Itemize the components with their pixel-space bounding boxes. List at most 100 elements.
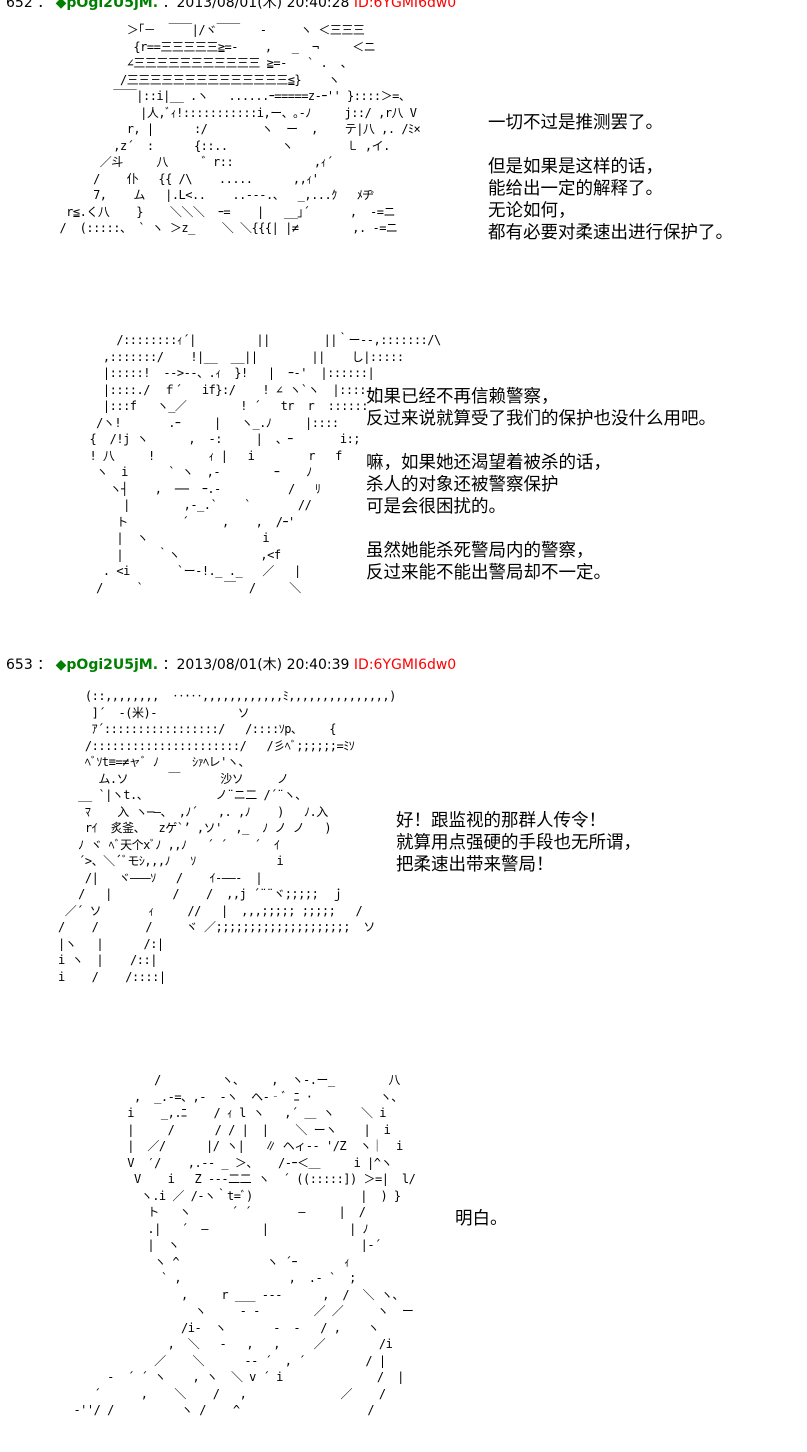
ascii-art-panel-3: (::,,,,,,,, ‥·‥,,,,,,,,,,,,ﾐ,,,,,,,,,,,,… — [58, 688, 396, 985]
post-header-653: 653 ： ◆pOgi2U5jM. ：2013/08/01(木) 20:40:3… — [6, 654, 456, 674]
ascii-art-line: ＞｢－ ￣￣|/ヾ￣￣ - ヽ ＜三三三 — [46, 23, 365, 37]
dialogue-line: 好！跟监视的那群人传令！ — [396, 811, 606, 831]
ascii-art-line: .| ´ ― | | ﾉ — [60, 1221, 369, 1236]
ascii-art-line: |::::./ ｆ´ if}:/ ! ∠ ヽ`ヽ |:::::: — [76, 382, 380, 397]
post-number: 652 — [6, 0, 33, 11]
ascii-art-line: r≦.く八 } ＼＼＼ ｰ= | __｣´ , -=ニ — [46, 204, 395, 219]
ascii-art-line: ヽ.i ／ /‐ヽ｀t=ﾞ) | ) } — [60, 1188, 401, 1203]
ascii-art-line: ヽ┤ , ── ｰ.- / ﾘ — [76, 481, 321, 496]
ascii-art-line: ∠三三三三三三三三三三三 ≧=- ` . 、 — [46, 56, 353, 70]
ascii-art-line: , _.-=、,- -ヽ ヘ-‐ﾞ ﾆ · ヽ、 — [60, 1089, 403, 1104]
ascii-art-line: | / / / | | ＼ ーヽ | i — [60, 1122, 391, 1137]
dialogue-line: 但是如果是这样的话， — [488, 157, 663, 177]
ascii-art-line: {r==三三三三三≧=- , _ ¬ ＜ニ — [46, 39, 376, 54]
ascii-art-line: ト ´ , , /ｰ' — [76, 514, 295, 529]
ascii-art-line: ´ , ＼ / , ／ / — [60, 1386, 386, 1401]
ascii-art-line: ム.ソ ￣ 沙ソ ノ — [58, 771, 289, 786]
dialogue-line: 就算用点强硬的手段也无所谓， — [396, 833, 641, 853]
ascii-art-line: | ヽ i — [76, 531, 270, 545]
ascii-art-line: ￣￣|::i|__ .ヽ ......ｰ=====z-ｰ'' }::::＞=、 — [46, 89, 411, 103]
ascii-art-line: / / / ヾ ／;;;;;;;;;;;;;;;;;;;; ソ — [58, 920, 375, 934]
ascii-art-panel-4: / ヽ、 , ヽ‐.ー_ 八 , _.-=、,- -ヽ ヘ-‐ﾞ ﾆ · ヽ、 … — [60, 1072, 415, 1419]
ascii-art-line: ‐ ´ ´ ヽ , ヽ ＼ v ´ i / | — [60, 1370, 404, 1384]
ascii-art-line: i / /::::| — [58, 969, 166, 984]
ascii-art-line: -''/ / ヽ / ^ / — [60, 1403, 375, 1417]
ascii-art-line: / ヽ、 , ヽ‐.ー_ 八 — [60, 1073, 400, 1087]
ascii-art-line: , ＼ - , , ／ /i — [60, 1337, 393, 1351]
dialogue-panel-1: 一切不过是推测罢了。但是如果是这样的话，能给出一定的解释了。无论如何，都有必要对… — [488, 112, 733, 244]
poster-name-link[interactable]: ◆pOgi2U5jM. — [55, 657, 159, 673]
dialogue-panel-2: 如果已经不再信赖警察，反过来说就算受了我们的保护也没什么用吧。嘛，如果她还渴望着… — [366, 386, 716, 584]
ascii-art-line: / ` ￣ / ＼ — [76, 580, 301, 595]
paragraph-gap — [366, 518, 716, 540]
ascii-art-line: ,z´ : {::.. ヽ ㇄ ,イ. — [46, 138, 390, 153]
poster-name-link[interactable]: ◆pOgi2U5jM. — [55, 0, 159, 11]
ascii-art-line: ﾍﾞｿt≡=≠ャﾞ ﾉ ｼｧﾍレ'ヽ、 — [58, 755, 250, 769]
ascii-art-line: ´>、＼´ﾞモｼ,,,ﾉ ｿ i — [58, 854, 284, 868]
ascii-art-line: , r ___ ‐‐- , / ＼ ヽ、 — [60, 1287, 404, 1302]
post-number: 653 — [6, 657, 33, 673]
dialogue-line: 嘛，如果她还渴望着被杀的话， — [366, 453, 611, 473]
dialogue-line: 反过来说就算受了我们的保护也没什么用吧。 — [366, 409, 716, 429]
dialogue-line: 反过来能不能出警局却不一定。 — [366, 563, 611, 583]
ascii-art-line: | ｀ヽ ,<f — [76, 547, 281, 562]
ascii-art-line: ／ ＼ ‐‐ ´ , ´ / | — [60, 1353, 386, 1368]
ascii-art-line: /| ヾ―――ｿ / ｲ-――‐ | — [58, 870, 263, 885]
ascii-art-line: | ヽ |-´ — [60, 1238, 381, 1252]
ascii-art-line: ト ヽ ´ ´ ― | / — [60, 1205, 366, 1219]
dialogue-line: 杀人的对象还被警察保护 — [366, 475, 559, 495]
dialogue-line: 把柔速出带来警局！ — [396, 855, 554, 875]
ascii-art-line: |ヽ | /:| — [58, 936, 164, 951]
paragraph-gap — [488, 134, 733, 156]
ascii-art-line: ／´ ソ ｨ // | ,,,;;;;; ;;;;; / — [58, 903, 363, 918]
ascii-art-line: / 仆 {{ /\ ..... ,,ｨ' — [46, 171, 319, 186]
ascii-art-line: ヽ i ` ヽ ,- ｰ ﾉ — [76, 465, 312, 479]
ascii-art-line: ﾉ ヾ ﾍﾞ天个xﾞﾉ ,,ﾉ ´ ´ ´ ｲ — [58, 837, 280, 852]
ascii-art-line: ヽ ‐ ‐ ／ ／ ヽ ー — [60, 1304, 414, 1318]
dialogue-line: 虽然她能杀死警局内的警察， — [366, 541, 594, 561]
ascii-art-line: |人,ﾞｨ!:::::::::::i,ー、｡-ﾉ j::/ ,r八 V — [46, 105, 417, 120]
ascii-art-line: V ′/ ,.-- _ ＞、 /‐ｰ＜＿ i |^ヽ — [60, 1155, 392, 1170]
ascii-art-line: ﾏ 入 ヽ─―、 ,ﾉ´ ,. ,ﾉ ) ﾉ.入 — [58, 804, 328, 819]
ascii-art-line: /i- ヽ ‐ ‐ / , ヽ — [60, 1320, 379, 1335]
ascii-art-line: /::::::::ｨ´| || ||｀ー-‐,:::::::/\ — [76, 333, 441, 347]
post-separator: ： — [37, 0, 52, 11]
paragraph-gap — [366, 430, 716, 452]
dialogue-line: 一切不过是推测罢了。 — [488, 113, 663, 133]
ascii-art-line: ]´ -(米)- ソ — [58, 705, 250, 720]
ascii-art-line: / (:::::、 ` ヽ ＞z_ ＼ ＼{{{| |≠ ,. -=ニ — [46, 221, 398, 235]
dialogue-line: 可是会很困扰的。 — [366, 497, 506, 517]
ascii-art-line: r, | :/ ヽ ー , テ|八 ,. /ﾐ× — [46, 122, 421, 136]
dialogue-line: 都有必要对柔速出进行保护了。 — [488, 223, 733, 243]
dialogue-line: 能给出一定的解释了。 — [488, 179, 663, 199]
post-date: ：2013/08/01(木) 20:40:28 — [162, 0, 350, 11]
ascii-art-line: __ `|ヽt.、 ノ¨ニ二 /´¨ヽ、 — [58, 788, 307, 802]
ascii-art-line: /ヽ! .ｰ | ヽ_.ﾉ |:::: — [76, 415, 339, 430]
ascii-art-line: | ,‐_.` ` // — [76, 498, 312, 512]
ascii-art-line: ／斗 八 ゛r:: ,ｨ´ — [46, 155, 334, 169]
dialogue-panel-3: 好！跟监视的那群人传令！就算用点强硬的手段也无所谓，把柔速出带来警局！ — [396, 810, 641, 876]
ascii-art-line: |:::f ヽ_／ ! ´ tr r :::::: — [76, 399, 369, 413]
ascii-art-line: 7, ム |.L<.. ..-‐-.、 _,...ｸ ﾒヂ — [46, 188, 374, 202]
ascii-art-line: { /!j ヽ , -: | 、ｰ i:; — [76, 432, 361, 446]
ascii-art-line: rｲ 炙釜、 zゲ`’ ,ソ' ,_ ﾉ ノ ノ ) — [58, 821, 332, 835]
ascii-art-line: V i Z -‐-二二 ヽ ´ ((:::::]) ＞=| l/ — [60, 1172, 416, 1186]
ascii-art-line: ｱ´:::::::::::::::::/ /::::ｿp、 { — [58, 722, 337, 736]
poster-id-link[interactable]: ID:6YGMI6dw0 — [353, 0, 457, 11]
ascii-art-line: / | / / ,,j ´¨¨ヾ;;;;; ｊ — [58, 887, 344, 901]
ascii-art-line: |:::::! -‐>--、.ｨ }! | ｰ‐' |::::::| — [76, 366, 375, 380]
post-date: ：2013/08/01(木) 20:40:39 — [162, 657, 350, 673]
dialogue-line: 明白。 — [455, 1209, 508, 1229]
ascii-art-panel-2: /::::::::ｨ´| || ||｀ー-‐,:::::::/\ ,::::::… — [76, 332, 441, 596]
post-separator: ： — [37, 657, 52, 673]
ascii-art-line: i _,.ﾆ / ｨ l ヽ ,´ ＿ ヽ ＼ i — [60, 1106, 386, 1120]
ascii-art-line: ヽ ^ ヽ ´ｰ ｨ — [60, 1254, 350, 1269]
ascii-art-panel-1: ＞｢－ ￣￣|/ヾ￣￣ - ヽ ＜三三三 {r==三三三三三≧=- , _ ¬ … — [46, 22, 420, 237]
poster-id-link[interactable]: ID:6YGMI6dw0 — [353, 657, 457, 673]
ascii-art-line: ! 八 ! ｨ | i r f — [76, 448, 342, 463]
dialogue-line: 如果已经不再信赖警察， — [366, 387, 559, 407]
ascii-art-line: i ヽ | /::| — [58, 953, 157, 967]
ascii-art-line: (::,,,,,,,, ‥·‥,,,,,,,,,,,,ﾐ,,,,,,,,,,,,… — [58, 689, 396, 703]
ascii-art-line: ,:::::::/ !|__ __|| || し|::::: — [76, 349, 404, 364]
ascii-art-line: | ／/ |/ ヽ| ∥ ヘィ-‐ '/Z ヽ｜ i — [60, 1139, 403, 1153]
